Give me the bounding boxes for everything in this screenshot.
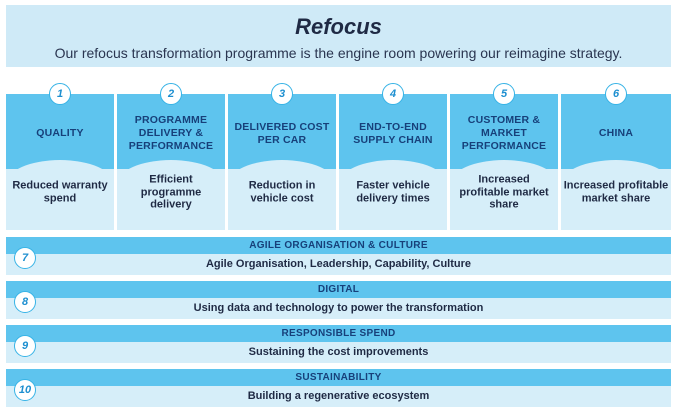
page-subtitle: Our refocus transformation programme is … [54, 45, 623, 61]
pillar-title: QUALITY [6, 94, 114, 169]
pillar-title: DELIVERED COST PER CAR [228, 94, 336, 169]
pillar-number-badge: 4 [382, 83, 404, 105]
band-number-badge: 10 [14, 379, 36, 401]
band-agile-organisation: AGILE ORGANISATION & CULTURE Agile Organ… [6, 237, 671, 275]
header-banner: Refocus Our refocus transformation progr… [6, 5, 671, 67]
band-number-badge: 9 [14, 335, 36, 357]
pillar-outcome-panel [450, 160, 558, 230]
pillar-supply-chain: END-TO-END SUPPLY CHAIN Faster vehicle d… [339, 83, 447, 230]
band-description: Sustaining the cost improvements [6, 342, 671, 363]
pillar-outcome-panel [228, 160, 336, 230]
band-number-badge: 7 [14, 247, 36, 269]
pillar-outcome-panel [117, 160, 225, 230]
pillar-programme-delivery: PROGRAMME DELIVERY & PERFORMANCE Efficie… [117, 83, 225, 230]
band-sustainability: SUSTAINABILITY Building a regenerative e… [6, 369, 671, 407]
pillar-quality: QUALITY Reduced warranty spend 1 [6, 83, 114, 230]
pillar-title: PROGRAMME DELIVERY & PERFORMANCE [117, 94, 225, 169]
pillar-outcome-panel [561, 160, 671, 230]
pillar-outcome: Increased profitable market share [563, 179, 669, 205]
band-number-badge: 8 [14, 291, 36, 313]
band-title: SUSTAINABILITY [6, 369, 671, 386]
pillar-outcome-panel [339, 160, 447, 230]
page-title: Refocus [295, 14, 382, 39]
pillar-number-badge: 2 [160, 83, 182, 105]
pillar-outcome: Faster vehicle delivery times [356, 179, 430, 205]
band-description: Using data and technology to power the t… [6, 298, 671, 319]
pillar-number-badge: 5 [493, 83, 515, 105]
pillars-row: QUALITY Reduced warranty spend 1 PROGRAM… [6, 77, 671, 230]
pillar-china: CHINA Increased profitable market share … [561, 83, 671, 230]
pillar-outcome: Efficient programme delivery [140, 173, 202, 211]
pillar-number-badge: 3 [271, 83, 293, 105]
pillar-title: CUSTOMER & MARKET PERFORMANCE [450, 94, 558, 169]
band-title: RESPONSIBLE SPEND [6, 325, 671, 342]
band-description: Building a regenerative ecosystem [6, 386, 671, 407]
pillar-delivered-cost: DELIVERED COST PER CAR Reduction in vehi… [228, 83, 336, 230]
pillar-outcome: Increased profitable market share [459, 173, 549, 211]
band-description: Agile Organisation, Leadership, Capabili… [6, 254, 671, 275]
band-responsible-spend: RESPONSIBLE SPEND Sustaining the cost im… [6, 325, 671, 363]
pillar-title: END-TO-END SUPPLY CHAIN [339, 94, 447, 169]
band-title: AGILE ORGANISATION & CULTURE [6, 237, 671, 254]
pillar-outcome: Reduction in vehicle cost [248, 179, 316, 205]
pillar-outcome-panel [6, 160, 114, 230]
band-title: DIGITAL [6, 281, 671, 298]
pillar-customer-market: CUSTOMER & MARKET PERFORMANCE Increased … [450, 83, 558, 230]
pillar-title: CHINA [561, 94, 671, 169]
band-digital: DIGITAL Using data and technology to pow… [6, 281, 671, 319]
pillar-outcome: Reduced warranty spend [12, 179, 108, 205]
pillar-number-badge: 6 [605, 83, 627, 105]
pillar-number-badge: 1 [49, 83, 71, 105]
